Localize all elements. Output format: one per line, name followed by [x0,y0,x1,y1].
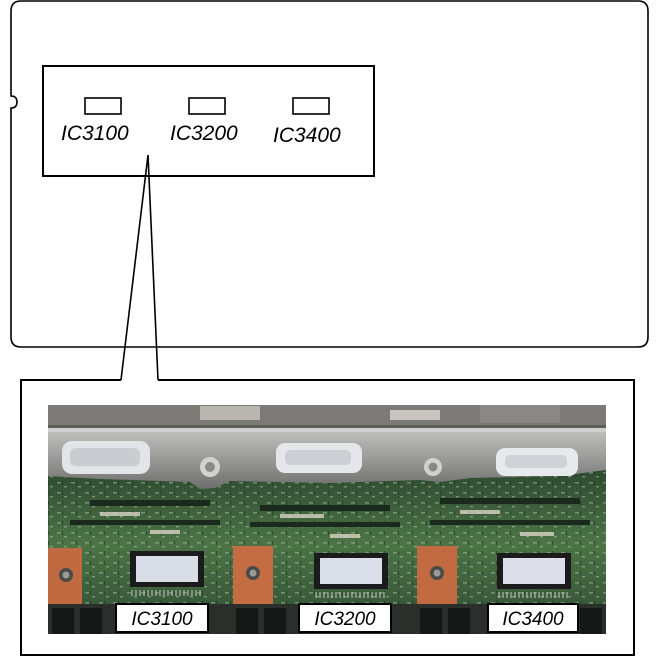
board-area-box [42,65,375,177]
photo-tag-ic3400 [487,603,579,633]
photo-tag-label-3: IC3400 [502,609,564,630]
chip-ic3200-marker [188,97,226,115]
callout-line-left [120,154,149,381]
photo-tag-label-2: IC3200 [314,609,376,630]
ic-label-3: IC3400 [273,124,341,147]
chip-ic3400-marker [292,97,330,115]
photo-tag-ic3200 [298,603,392,633]
callout-line-right [147,154,159,381]
photo-tag-ic3100 [115,603,209,633]
ic-label-1: IC3100 [61,122,129,145]
photo-tag-label-1: IC3100 [131,609,193,630]
detail-frame [20,379,635,656]
chip-ic3100-marker [84,97,122,115]
board-photo [48,405,606,634]
ic-label-2: IC3200 [170,122,238,145]
